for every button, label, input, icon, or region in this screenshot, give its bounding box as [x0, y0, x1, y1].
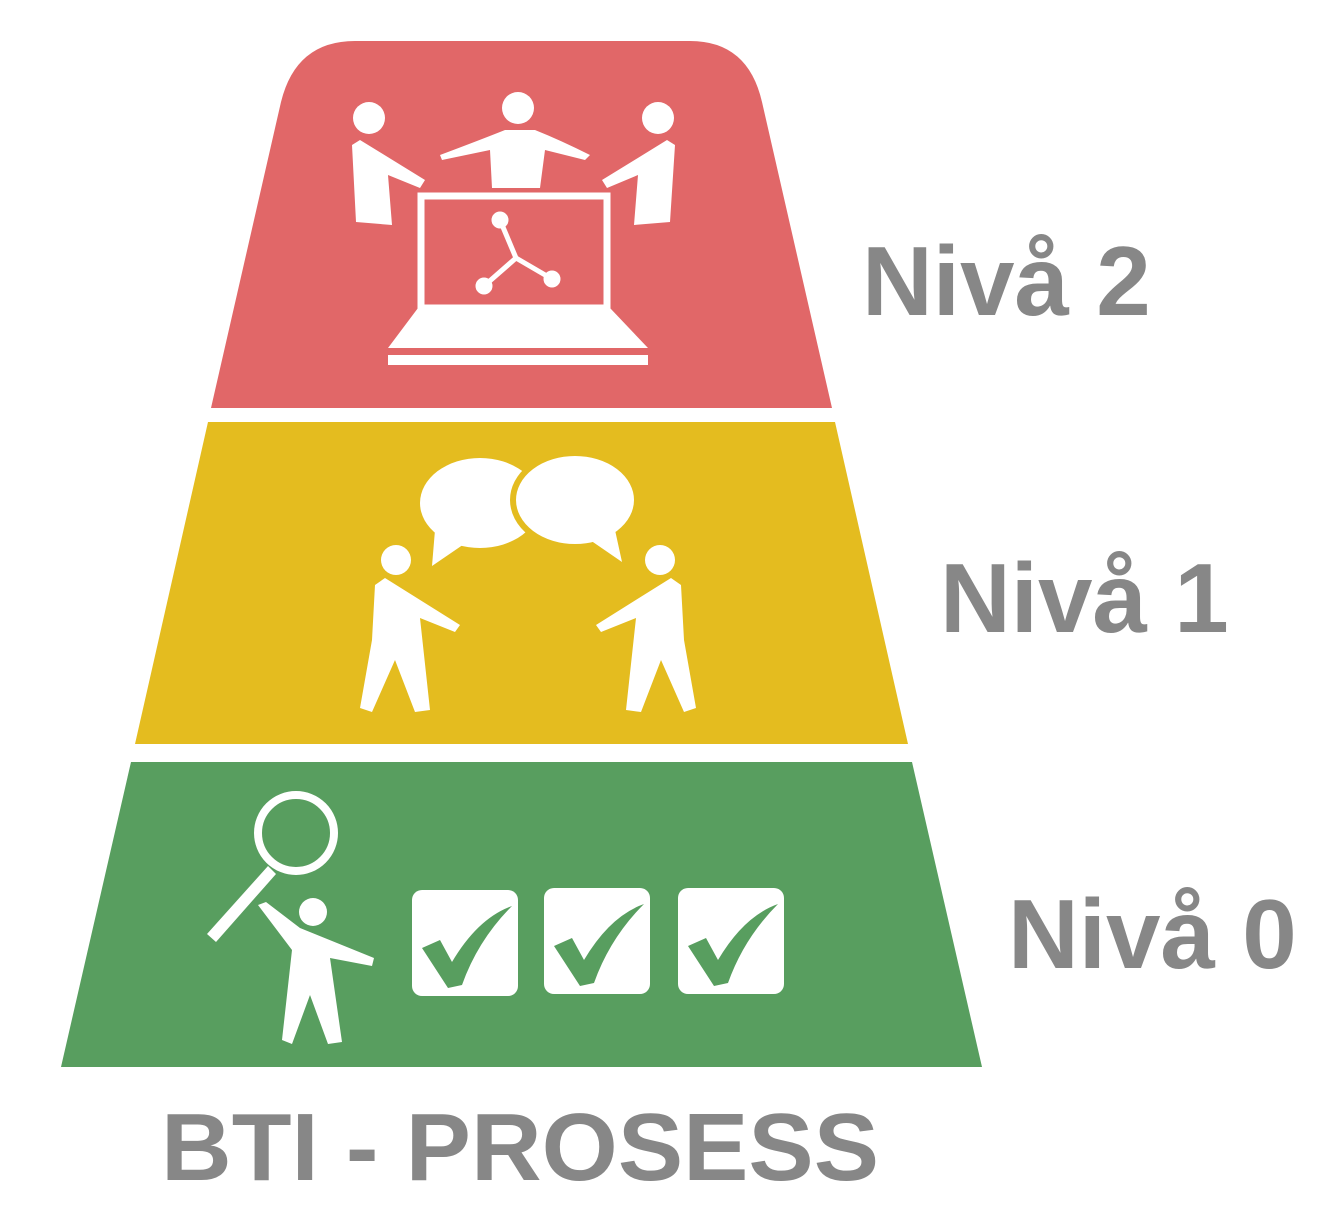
- level-1: Nivå 1: [135, 422, 1229, 744]
- conversation-icon: [360, 450, 696, 712]
- level-2: Nivå 2: [211, 41, 1151, 408]
- level-2-label: Nivå 2: [862, 226, 1151, 336]
- level-1-label: Nivå 1: [940, 543, 1229, 653]
- level-0-label: Nivå 0: [1008, 879, 1297, 989]
- meeting-laptop-icon: [352, 92, 675, 365]
- checkbox-icon: [678, 888, 784, 994]
- diagram-title: BTI - PROSESS: [161, 1094, 879, 1201]
- search-checklist-icon: [207, 791, 784, 1044]
- checkbox-icon: [412, 890, 518, 996]
- level-1-band: [135, 422, 908, 744]
- checkbox-icon: [544, 888, 650, 994]
- level-0-band: [61, 762, 982, 1067]
- level-0: Nivå 0: [61, 762, 1297, 1067]
